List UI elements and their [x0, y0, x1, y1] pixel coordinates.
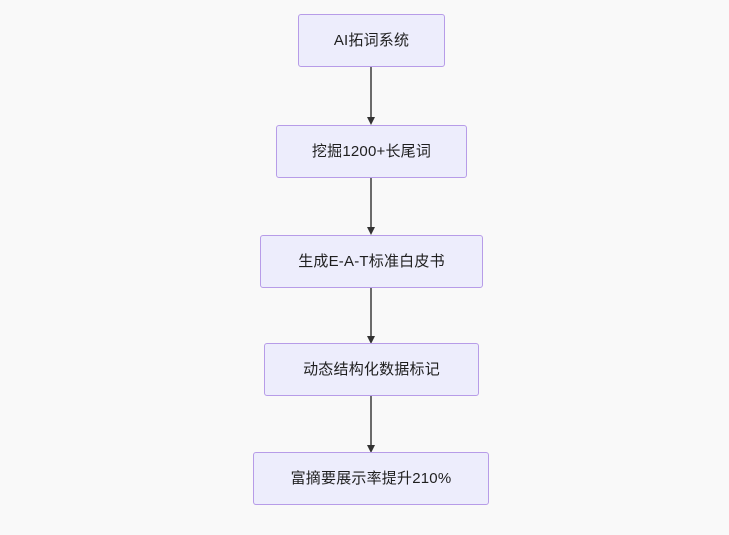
flow-edge-1-to-2	[366, 67, 376, 125]
edge-line	[370, 396, 372, 445]
flow-node-generate-eat-whitepaper[interactable]: 生成E-A-T标准白皮书	[260, 235, 483, 288]
flow-node-dynamic-structured-data[interactable]: 动态结构化数据标记	[264, 343, 479, 396]
flow-edge-3-to-4	[366, 288, 376, 344]
flow-node-label: 挖掘1200+长尾词	[311, 143, 432, 160]
flow-node-label: AI拓词系统	[333, 32, 410, 49]
edge-line	[370, 288, 372, 336]
flow-edge-2-to-3	[366, 178, 376, 235]
edge-line	[370, 67, 372, 117]
flow-node-rich-snippet-result[interactable]: 富摘要展示率提升210%	[253, 452, 489, 505]
flow-node-ai-keyword-system[interactable]: AI拓词系统	[298, 14, 445, 67]
flow-node-label: 动态结构化数据标记	[303, 361, 440, 378]
edge-line	[370, 178, 372, 227]
flow-node-label: 生成E-A-T标准白皮书	[298, 253, 445, 270]
flow-node-mine-longtail-keywords[interactable]: 挖掘1200+长尾词	[276, 125, 467, 178]
flow-edge-4-to-5	[366, 396, 376, 453]
flow-node-label: 富摘要展示率提升210%	[290, 470, 452, 487]
arrowhead-icon	[366, 117, 375, 125]
arrowhead-icon	[366, 227, 375, 235]
